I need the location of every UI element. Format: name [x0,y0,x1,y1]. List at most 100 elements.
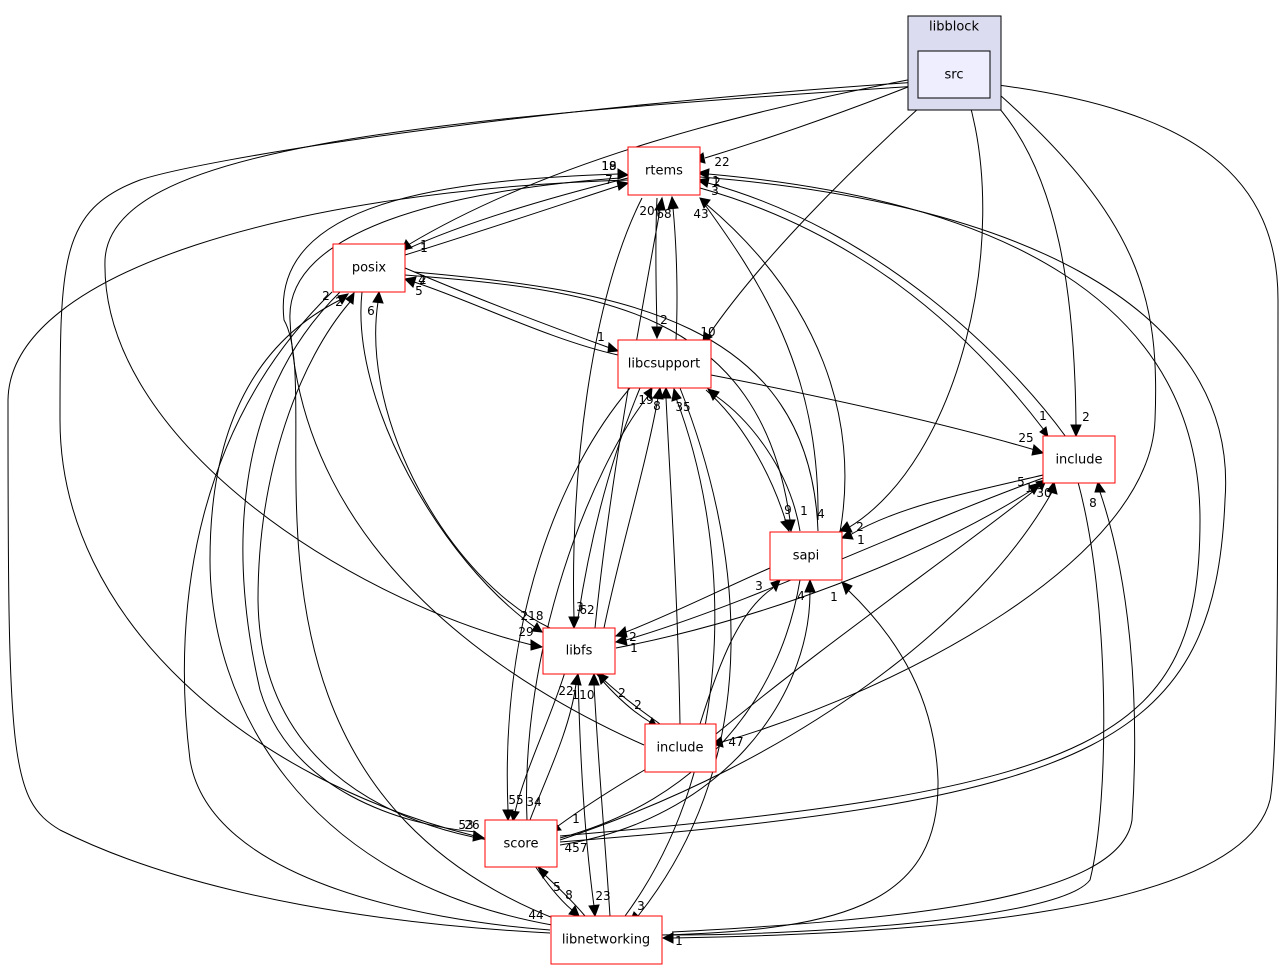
edge-rtems-sapi [699,197,819,521]
arrowhead [568,616,580,630]
node-include-mid[interactable]: include [644,723,717,773]
arrowhead [617,168,630,180]
edge-posix-libcsupport [404,267,611,349]
edge-label: 8 [653,399,661,413]
edge-libfs-libnetworking [577,673,595,907]
arrowhead [841,581,853,596]
node-posix[interactable]: posix [332,243,406,293]
edge-label: 1 [630,641,638,655]
arrowhead [588,904,600,918]
node-sapi-label: sapi [793,549,820,564]
edge-score-libnetworking [534,865,573,911]
edge-posix-libfs [360,291,537,629]
edge-sapi-score [559,579,801,839]
edge-label: 2 [618,686,626,700]
edge-libcsupport-libfs [577,387,641,619]
edge-label: 3 [576,600,584,614]
edge-rtems-score [559,176,1227,843]
edge-label: 3 [755,579,763,593]
arrowhead [671,387,682,402]
edge-score-posix [257,301,489,841]
edge-libcsupport-posix [413,281,619,356]
arrowhead [1046,480,1058,495]
arrowhead [660,386,672,399]
edge-label: 1 [857,533,865,547]
node-libcsupport[interactable]: libcsupport [617,339,712,389]
arrowhead [770,579,781,593]
edge-src-sapi [847,97,984,529]
edge-label: 1 [420,241,428,255]
edge-sapi-libcsupport [715,395,801,532]
edge-label: 62 [579,603,594,617]
edge-label: 4 [797,589,805,603]
edge-src-rtems [704,82,919,159]
edge-label: 43 [693,207,708,221]
edge-label: 3 [711,184,719,198]
edge-libcsupport-include-right [710,374,1036,451]
arrowhead [568,904,580,917]
edge-rtems-posix [404,177,629,251]
node-src[interactable]: src [917,50,991,99]
edge-posix-libnetworking [183,291,551,931]
arrowhead [654,196,666,211]
edge-label: 2 [419,273,427,287]
node-score[interactable]: score [484,819,558,868]
edge-rtems-libnetworking [7,179,629,934]
edge-libfs-posix [375,301,551,629]
edge-label: 34 [526,795,541,809]
edge-libnetworking-posix [209,299,553,926]
edge-include-mid-libfs [603,679,661,725]
node-libfs[interactable]: libfs [542,627,616,675]
edge-label: 30 [1036,486,1051,500]
edge-label: 218 [521,609,544,623]
edge-label: 44 [528,908,543,922]
node-include-right[interactable]: include [1042,435,1116,484]
edge-label: 7 [605,173,613,187]
edge-include-right-sapi [849,474,1044,536]
arrowhead [614,625,628,638]
edge-libnetworking-score [544,874,586,917]
edge-score-sapi [559,591,811,846]
edge-score-rtems [559,173,1201,837]
edge-libnetworking-libfs [593,683,611,917]
edge-label: 8 [565,888,573,902]
edge-include-mid-score [557,767,649,827]
edge-label: 1 [1025,481,1033,495]
arrowhead [531,622,543,633]
edge-label: 6 [367,304,375,318]
node-rtems[interactable]: rtems [627,146,701,196]
edge-label: 110 [572,688,595,702]
edge-include-mid-libcsupport [665,397,681,725]
edge-include-mid-include-right [715,485,1041,735]
edge-label: 1 [800,504,808,518]
edge-libfs-include-right [615,489,1033,649]
edge-label: 1 [1039,409,1047,423]
edges [7,77,1279,944]
arrowhead [614,634,628,646]
edge-label: 2 [629,630,637,644]
arrowhead [652,386,664,400]
edge-label: 47 [728,735,743,749]
arrowhead [372,290,384,304]
edge-label: 55 [508,793,523,807]
edge-label: 8 [1089,496,1097,510]
node-libnetworking[interactable]: libnetworking [550,915,663,965]
edge-posix-rtems [404,185,619,256]
edge-label: 9 [784,503,792,517]
arrowhead [345,291,355,305]
arrowhead [643,387,653,401]
arrowhead [509,810,520,823]
arrowhead [403,276,417,288]
edge-src-libnetworking [671,83,1279,939]
node-libfs-label: libfs [566,644,593,659]
arrowhead [597,672,609,685]
arrowhead [1094,480,1106,493]
edge-src-posix [407,77,919,246]
edge-sapi-libfs [625,567,771,633]
edge-label: 2 [335,295,343,309]
node-sapi[interactable]: sapi [769,531,843,581]
arrowhead [472,830,486,842]
edge-label: 68 [656,207,671,221]
edge-label: 26 [464,818,479,832]
